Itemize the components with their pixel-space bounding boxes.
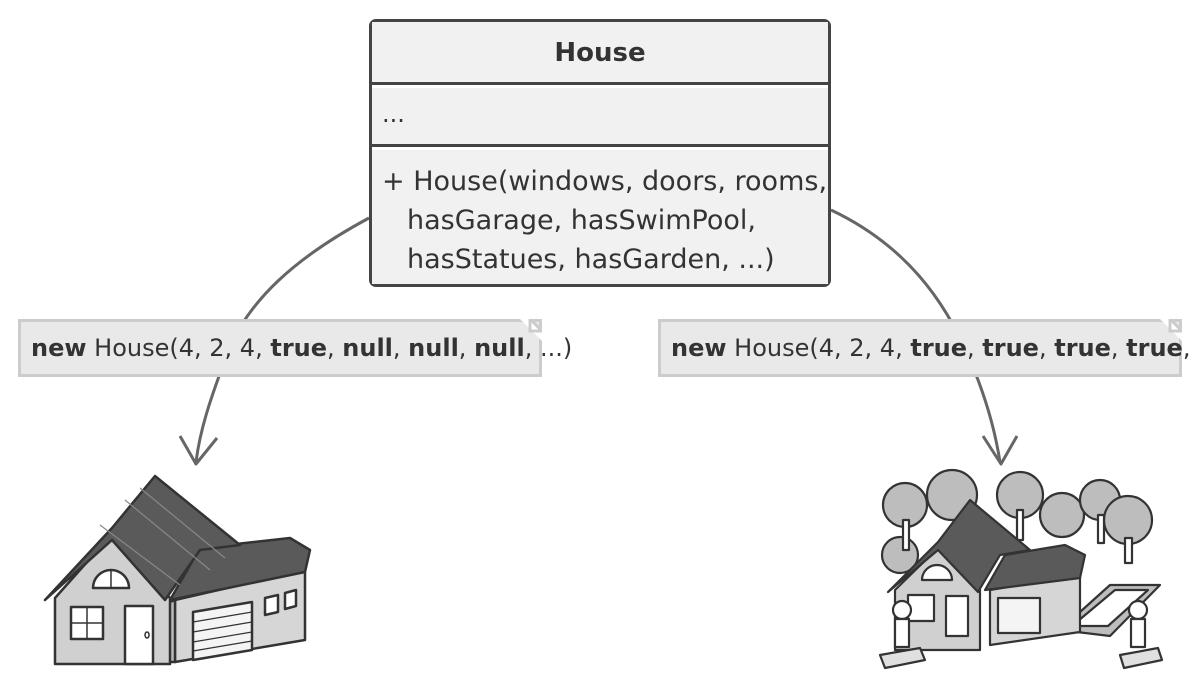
luxury-house-icon <box>0 0 1200 700</box>
